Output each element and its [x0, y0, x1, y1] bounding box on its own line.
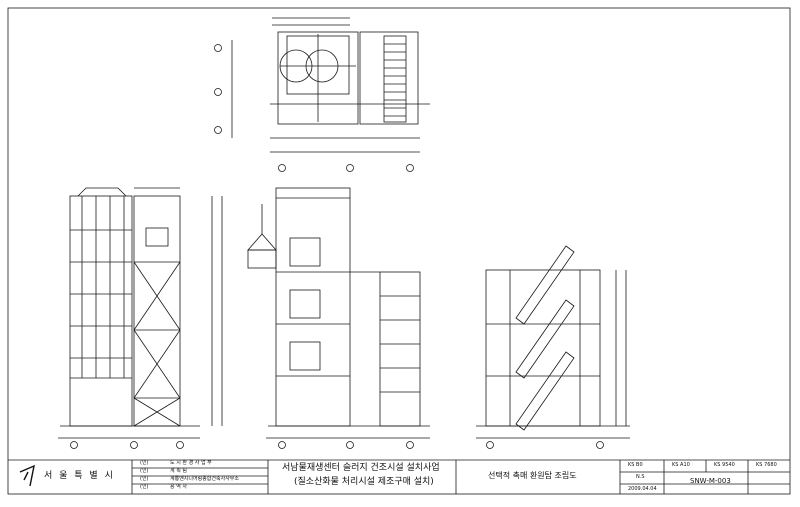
cell-date: 2009.04.04 — [628, 486, 657, 492]
elevation-left — [58, 187, 223, 449]
role-1: (인) — [140, 460, 149, 466]
name-4: 용 역 사 — [170, 484, 187, 490]
role-3: (인) — [140, 476, 149, 482]
organization-name: 서 울 특 별 시 — [44, 471, 115, 481]
drawing-number: SNW-M-003 — [690, 477, 731, 485]
cell-scale: N.S — [636, 474, 645, 480]
name-3: 계룡엔지니어링종합건축사사무소 — [170, 476, 240, 482]
project-title-line-2: (질소산화물 처리시설 제조구매 설치) — [294, 477, 434, 487]
cell-top-2: KS A10 — [672, 462, 690, 468]
cell-top-1: KS B0 — [628, 462, 643, 468]
elevation-center — [247, 187, 430, 449]
title-block-frame — [8, 459, 790, 494]
drawing-title: 선택적 촉매 환원탑 조립도 — [488, 471, 577, 480]
cell-top-4: KS 7680 — [756, 462, 777, 468]
plan-view — [214, 17, 430, 172]
name-1: 도 시 환 경 사 업 부 — [170, 460, 212, 466]
cell-top-3: KS 9540 — [714, 462, 735, 468]
name-2: 계 획 팀 — [170, 468, 187, 474]
role-4: (인) — [140, 484, 149, 490]
elevation-right — [476, 245, 630, 449]
project-title-line-1: 서남물재생센터 슬러지 건조시설 설치사업 — [282, 463, 440, 473]
seoul-city-logo-icon — [19, 464, 35, 487]
sheet-border — [7, 7, 791, 495]
role-2: (인) — [140, 468, 149, 474]
